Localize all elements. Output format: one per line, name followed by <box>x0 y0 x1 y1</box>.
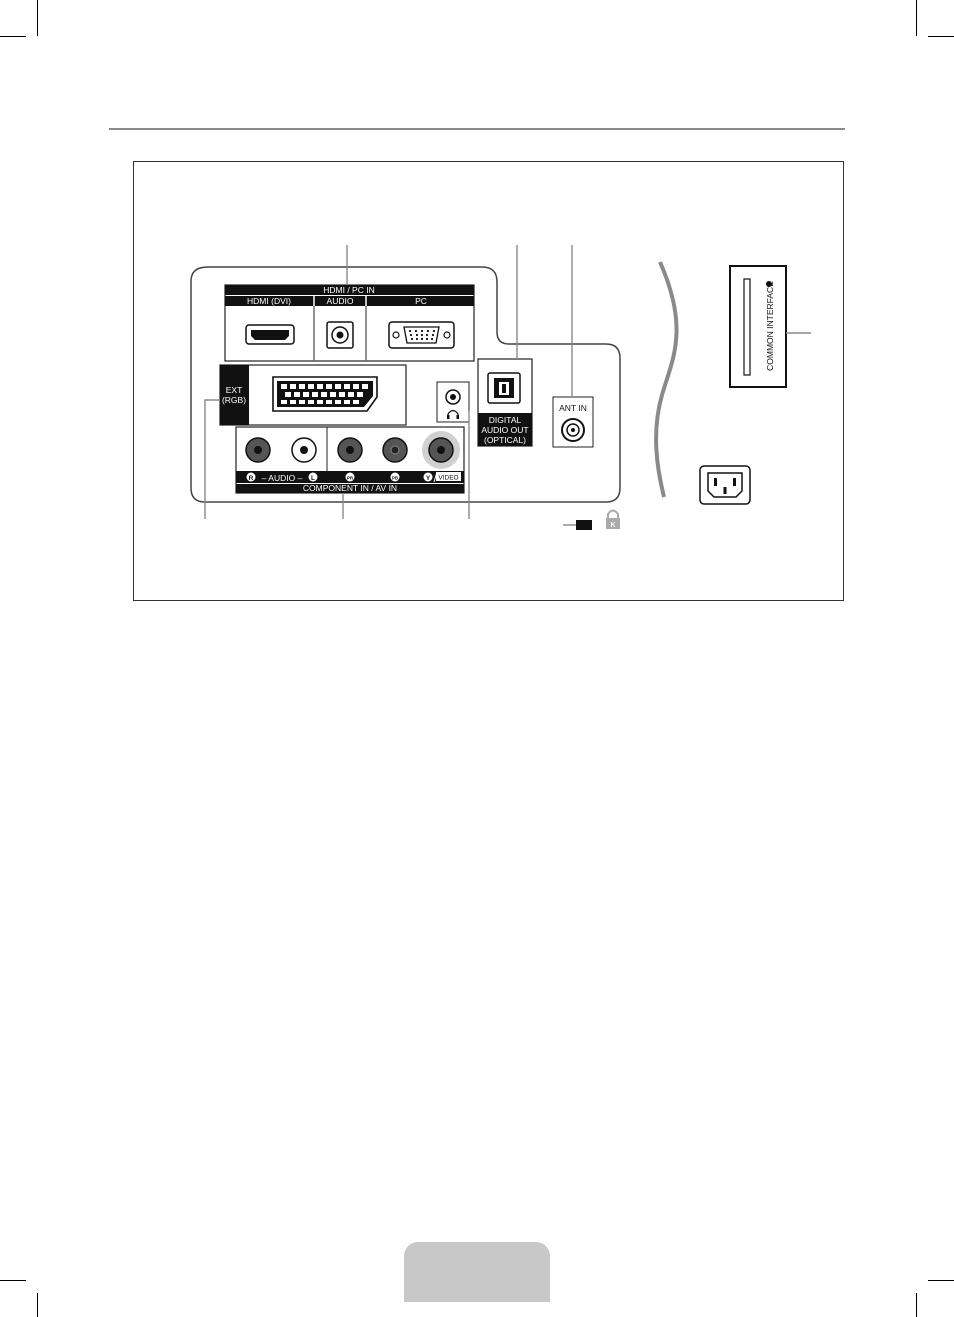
hdmi-dvi-label: HDMI (DVI) <box>247 296 291 306</box>
hdmi-pc-in-label: HDMI / PC IN <box>323 285 374 295</box>
rgb-label: (RGB) <box>222 395 246 405</box>
component-in-label: COMPONENT IN / AV IN <box>303 483 397 493</box>
digital-label: DIGITAL <box>489 415 522 425</box>
scart-port-icon <box>273 377 377 411</box>
vga-port-icon <box>389 322 454 348</box>
audio-rl-label: – AUDIO – <box>262 473 303 483</box>
l-mark: L <box>311 475 315 482</box>
power-socket-icon <box>700 466 750 504</box>
kensington-mark: K <box>610 522 615 529</box>
r-mark: R <box>249 475 254 482</box>
pb-mark: PB <box>392 476 399 481</box>
digital-audio-out-group: DIGITAL AUDIO OUT (OPTICAL) <box>478 359 532 446</box>
ant-in-group: ANT IN <box>553 397 593 447</box>
coax-port-icon <box>562 419 584 441</box>
headphone-jack <box>437 382 469 422</box>
audio-jack-icon <box>327 322 353 348</box>
y-mark: Y <box>426 475 431 482</box>
pr-mark: PR <box>347 476 354 481</box>
common-interface-group: COMMON INTERFACE <box>730 266 786 387</box>
page-number-tab <box>404 1242 550 1302</box>
optical-label: (OPTICAL) <box>484 435 526 445</box>
ant-in-label: ANT IN <box>559 403 587 413</box>
hdmi-pc-in-group: HDMI / PC IN HDMI (DVI) AUDIO PC <box>225 285 474 361</box>
audio-label: AUDIO <box>327 296 354 306</box>
pc-label: PC <box>415 296 427 306</box>
hdmi-port-icon <box>246 325 294 344</box>
optical-port-icon <box>488 373 520 403</box>
common-interface-label: COMMON INTERFACE <box>765 281 775 371</box>
ext-rgb-group: EXT (RGB) <box>220 365 406 425</box>
component-av-in-group: R – AUDIO – L PR PB Y VIDEO COMPONENT IN… <box>236 427 464 493</box>
audio-out-label: AUDIO OUT <box>481 425 528 435</box>
video-label: VIDEO <box>438 475 458 482</box>
ext-label: EXT <box>226 385 243 395</box>
body-curve <box>656 262 676 497</box>
kensington-lock-group: K <box>563 511 620 531</box>
